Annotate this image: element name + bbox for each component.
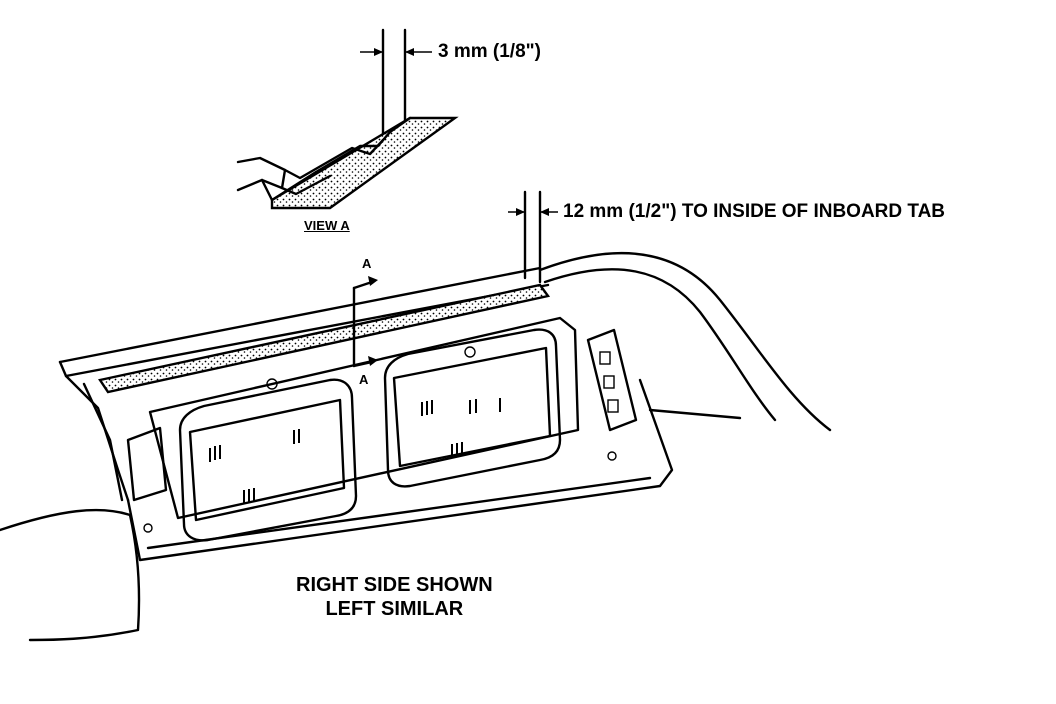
view-a-label: VIEW A [304,218,350,233]
view-a-foam-seal [270,116,459,210]
caption: RIGHT SIDE SHOWN LEFT SIMILAR [296,573,493,621]
section-arrow-label-top: A [362,256,372,271]
right-mounting-bracket [586,328,638,432]
view-a-detail [236,28,459,210]
dimension-label-12mm: 12 mm (1/2") TO INSIDE OF INBOARD TAB [563,201,946,222]
caption-line-2: LEFT SIMILAR [325,598,464,620]
headlamp-low-beam [178,378,358,542]
foam-seal-strip [98,283,551,394]
section-arrow-label-bottom: A [359,372,369,387]
section-a-a-indicator [352,276,378,368]
left-retainer-clip [126,426,168,502]
headlamp-housing-assembly [0,252,832,642]
caption-line-1: RIGHT SIDE SHOWN [296,574,493,596]
fender-outer-edge [538,252,832,432]
headlamp-high-beam [383,328,562,488]
dimension-label-3mm: 3 mm (1/8") [438,41,541,62]
